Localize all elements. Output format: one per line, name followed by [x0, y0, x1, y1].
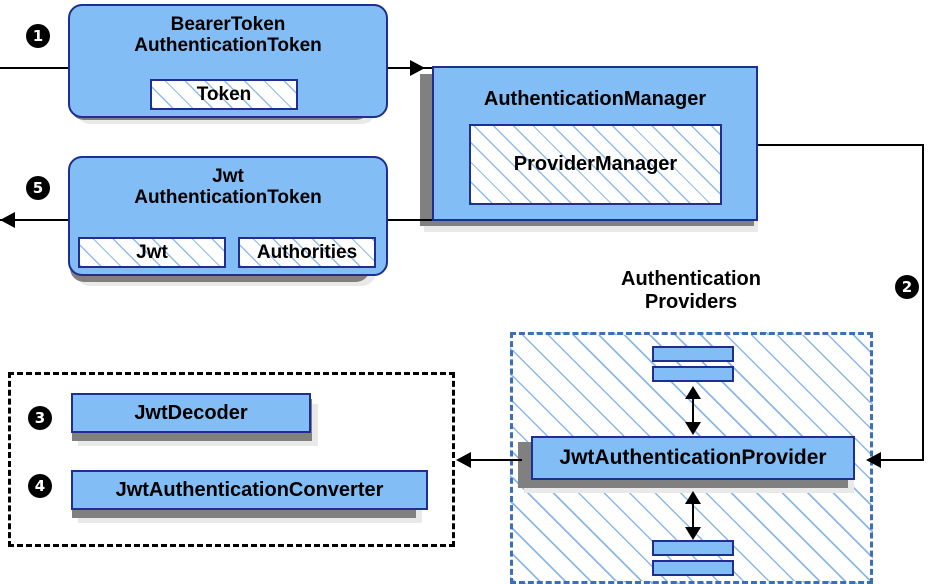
arrowhead-provider-to-helpers	[456, 452, 471, 468]
jwt-authentication-token-title-line1: Jwt	[212, 166, 244, 187]
connector-manager-down	[922, 144, 924, 460]
arrowhead-stub-top-up	[685, 386, 701, 399]
bearer-token-title-line2: AuthenticationToken	[134, 35, 322, 57]
arrowhead-response-out	[0, 212, 15, 228]
jwt-support-group-container	[8, 372, 455, 547]
jwt-authentication-provider-label: JwtAuthenticationProvider	[559, 446, 827, 470]
connector-into-provider	[872, 459, 924, 461]
arrowhead-into-provider	[866, 452, 881, 468]
provider-stub-bar-bottom-2	[652, 560, 734, 576]
connector-manager-out-right	[758, 144, 924, 146]
inner-box-provider-manager: ProviderManager	[469, 124, 722, 205]
connector-provider-to-helpers	[466, 459, 522, 461]
inner-box-token: Token	[150, 79, 298, 110]
bearer-token-title-line1: BearerToken	[170, 14, 286, 35]
step-marker-1: 1	[26, 24, 50, 48]
connector-response-out	[0, 219, 72, 221]
authentication-manager-title: AuthenticationManager	[483, 88, 707, 110]
inner-box-jwt: Jwt	[78, 237, 226, 268]
provider-stub-bar-bottom-1	[652, 540, 734, 556]
connector-manager-to-jwt-token	[388, 219, 432, 221]
authentication-providers-caption: Authentication Providers	[556, 268, 826, 314]
provider-stub-bar-top-2	[652, 366, 734, 382]
inner-box-authorities: Authorities	[238, 237, 376, 268]
jwt-authentication-token-title-line2: AuthenticationToken	[134, 187, 322, 209]
step-marker-3: 3	[28, 406, 52, 430]
step-marker-5: 5	[26, 176, 50, 200]
jwt-authentication-converter-label: JwtAuthenticationConverter	[115, 478, 384, 501]
step-marker-2: 2	[895, 275, 919, 299]
jwt-decoder-label: JwtDecoder	[134, 401, 248, 424]
node-jwt-decoder[interactable]: JwtDecoder	[71, 393, 311, 433]
provider-stub-bar-top-1	[652, 346, 734, 362]
authentication-providers-caption-line2: Providers	[644, 291, 738, 313]
connector-provider-to-stub-bottom	[692, 495, 694, 535]
connector-request-in	[0, 67, 72, 69]
arrowhead-stub-bottom-down	[685, 527, 701, 540]
authentication-providers-caption-line1: Authentication	[621, 268, 761, 290]
connector-stub-top-to-provider	[692, 390, 694, 430]
arrowhead-stub-top-down	[685, 422, 701, 435]
node-jwt-authentication-provider[interactable]: JwtAuthenticationProvider	[531, 436, 855, 480]
arrowhead-bearer-to-manager	[410, 60, 425, 76]
arrowhead-stub-bottom-up	[685, 491, 701, 504]
node-jwt-authentication-converter[interactable]: JwtAuthenticationConverter	[71, 470, 428, 510]
step-marker-4: 4	[28, 474, 52, 498]
